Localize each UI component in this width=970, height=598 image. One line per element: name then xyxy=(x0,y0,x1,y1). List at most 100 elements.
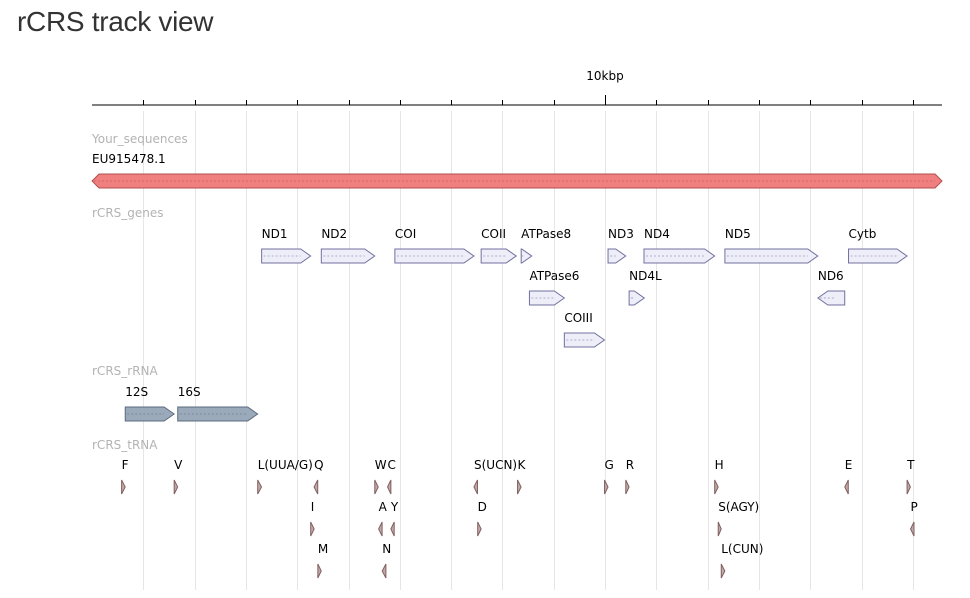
trna-shape xyxy=(173,479,179,495)
gene-shape xyxy=(848,248,908,264)
rrna-16s[interactable]: 16S xyxy=(177,385,259,422)
gene-nd1[interactable]: ND1 xyxy=(261,227,312,264)
trna-c[interactable]: C xyxy=(386,458,396,495)
trna-shape xyxy=(717,521,722,537)
trna-label: N xyxy=(382,542,391,556)
trna-shape xyxy=(844,479,849,495)
trna-shape xyxy=(517,479,522,495)
trna-shape xyxy=(390,521,395,537)
trna-n[interactable]: N xyxy=(381,542,391,579)
trna-label: S(UCN) xyxy=(474,458,517,472)
gene-coi[interactable]: COI xyxy=(394,227,475,264)
trna-label: G xyxy=(605,458,614,472)
gene-shape xyxy=(563,332,606,348)
trna-shape xyxy=(381,563,387,579)
trna-shape xyxy=(378,521,383,537)
trna-i[interactable]: I xyxy=(310,500,315,537)
gene-label: ND2 xyxy=(321,227,347,241)
trna-v[interactable]: V xyxy=(173,458,183,495)
sequence-shape xyxy=(91,173,943,189)
gene-shape xyxy=(261,248,312,264)
trna-m[interactable]: M xyxy=(317,542,328,579)
page-title: rCRS track view xyxy=(17,6,214,37)
trna-label: M xyxy=(318,542,328,556)
gene-atpase8[interactable]: ATPase8 xyxy=(520,227,571,264)
trna-r[interactable]: R xyxy=(625,458,634,495)
gene-label: COII xyxy=(481,227,506,241)
gene-shape xyxy=(607,248,627,264)
trna-label: W xyxy=(375,458,387,472)
gene-coiii[interactable]: COIII xyxy=(563,311,606,348)
gene-label: ND3 xyxy=(608,227,634,241)
track-label-rcrs-genes: rCRS_genes xyxy=(92,206,164,220)
trna-t[interactable]: T xyxy=(906,458,915,495)
trna-label: R xyxy=(626,458,634,472)
track-your-sequences: Your_sequences EU915478.1 xyxy=(91,132,943,189)
gene-cytb[interactable]: Cytb xyxy=(848,227,908,264)
trna-shape xyxy=(604,479,609,495)
trna-g[interactable]: G xyxy=(604,458,614,495)
trna-w[interactable]: W xyxy=(374,458,387,495)
trna-shape xyxy=(720,563,726,579)
trna-k[interactable]: K xyxy=(517,458,527,495)
trna-label: V xyxy=(174,458,183,472)
scale-label: 10kbp xyxy=(586,69,623,83)
trna-l-uua-g[interactable]: L(UUA/G) xyxy=(257,458,313,495)
trna-f[interactable]: F xyxy=(121,458,129,495)
sequence-eu915478-1[interactable]: EU915478.1 xyxy=(91,152,943,189)
gene-nd3[interactable]: ND3 xyxy=(607,227,634,264)
gene-nd4l[interactable]: ND4L xyxy=(628,269,662,306)
trna-shape xyxy=(313,479,319,495)
rrna-shape xyxy=(124,406,176,422)
trna-shape xyxy=(317,563,322,579)
gene-label: ND5 xyxy=(725,227,751,241)
trna-shape xyxy=(473,479,478,495)
rrna-label: 12S xyxy=(125,385,148,399)
trna-q[interactable]: Q xyxy=(313,458,324,495)
trna-a[interactable]: A xyxy=(378,500,388,537)
trna-label: A xyxy=(379,500,388,514)
gene-label: Cytb xyxy=(849,227,877,241)
trna-s-ucn[interactable]: S(UCN) xyxy=(473,458,517,495)
gene-shape xyxy=(480,248,518,264)
gene-coii[interactable]: COII xyxy=(480,227,518,264)
gene-label: ND6 xyxy=(818,269,844,283)
rrna-12s[interactable]: 12S xyxy=(124,385,176,422)
track-label-rcrs-rrna: rCRS_rRNA xyxy=(92,364,159,378)
gene-label: ATPase8 xyxy=(521,227,571,241)
trna-l-cun[interactable]: L(CUN) xyxy=(720,542,763,579)
gene-atpase6[interactable]: ATPase6 xyxy=(528,269,579,306)
track-rcrs-rrna: rCRS_rRNA 12S 16S xyxy=(92,364,259,422)
gene-nd6[interactable]: ND6 xyxy=(816,269,846,306)
track-label-rcrs-trna: rCRS_tRNA xyxy=(92,438,158,452)
trna-label: D xyxy=(478,500,487,514)
trna-shape xyxy=(625,479,630,495)
trna-label: C xyxy=(388,458,396,472)
gene-shape xyxy=(628,290,646,306)
trna-d[interactable]: D xyxy=(477,500,487,537)
gene-nd5[interactable]: ND5 xyxy=(724,227,819,264)
gene-nd4[interactable]: ND4 xyxy=(643,227,716,264)
gene-shape xyxy=(528,290,566,306)
gene-nd2[interactable]: ND2 xyxy=(320,227,376,264)
trna-h[interactable]: H xyxy=(714,458,724,495)
trna-y[interactable]: Y xyxy=(390,500,399,537)
gene-label: ND4 xyxy=(644,227,670,241)
sequence-label: EU915478.1 xyxy=(92,152,166,166)
track-rcrs-genes: rCRS_genes ND1 ND2 COI COII ATPase8ATPase6CO… xyxy=(92,206,908,348)
trna-shape xyxy=(909,521,915,537)
trna-shape xyxy=(310,521,315,537)
track-label-your-sequences: Your_sequences xyxy=(91,132,188,146)
trna-label: S(AGY) xyxy=(718,500,759,514)
trna-shape xyxy=(257,479,263,495)
gene-label: ND1 xyxy=(262,227,288,241)
trna-label: E xyxy=(845,458,853,472)
trna-label: Y xyxy=(390,500,399,514)
gene-label: COI xyxy=(395,227,416,241)
trna-s-agy[interactable]: S(AGY) xyxy=(717,500,759,537)
trna-p[interactable]: P xyxy=(909,500,918,537)
trna-e[interactable]: E xyxy=(844,458,853,495)
gene-shape xyxy=(520,248,533,264)
